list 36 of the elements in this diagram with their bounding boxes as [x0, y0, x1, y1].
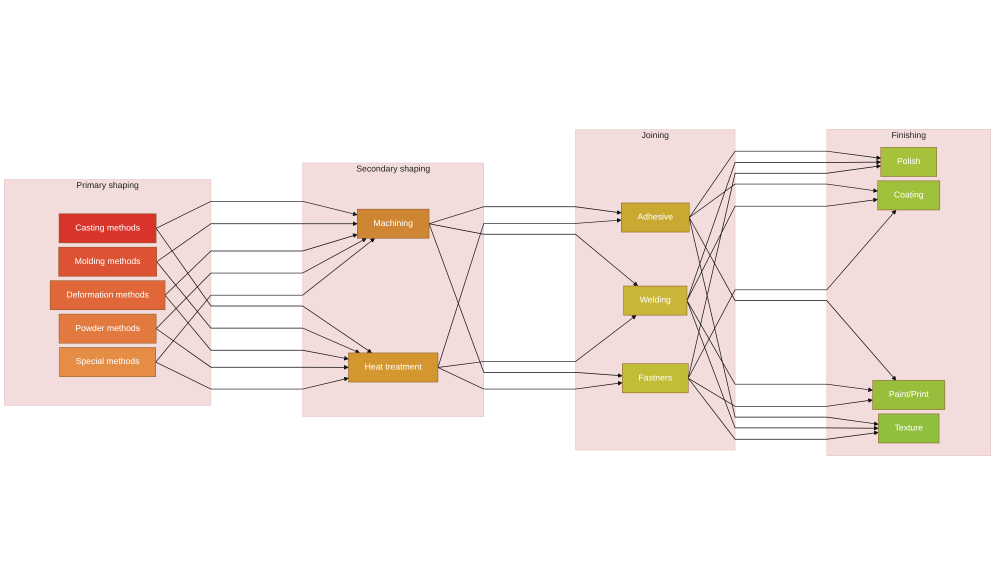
arrow — [438, 367, 623, 390]
arrow — [686, 300, 873, 392]
node-box: Coating — [877, 180, 940, 210]
node-box: Machining — [357, 208, 430, 239]
arrow — [688, 184, 878, 218]
arrow — [688, 378, 879, 440]
arrow — [688, 378, 873, 407]
arrow — [686, 198, 878, 301]
arrow — [156, 200, 358, 229]
node-box: Polish — [880, 147, 937, 177]
node-box: Fastners — [622, 363, 689, 394]
node-box: Paint/Print — [872, 380, 946, 410]
arrow — [156, 238, 367, 329]
arrow — [156, 261, 360, 354]
arrow — [164, 294, 349, 360]
arrow — [156, 228, 372, 354]
arrow — [155, 362, 349, 390]
node-box: Deformation methods — [50, 280, 166, 310]
node-box: Heat treatment — [348, 352, 438, 382]
node-box: Special methods — [59, 347, 156, 377]
arrow — [428, 223, 638, 286]
node-box: Powder methods — [58, 314, 156, 344]
arrow — [686, 300, 879, 431]
arrow — [155, 238, 375, 362]
node-box: Casting methods — [58, 213, 156, 244]
node-box: Welding — [623, 286, 688, 316]
arrow — [164, 233, 358, 296]
node-box: Molding methods — [58, 246, 157, 277]
arrow — [428, 206, 622, 224]
arrow — [688, 150, 881, 218]
arrow — [438, 314, 636, 368]
node-box: Adhesive — [621, 202, 690, 232]
arrow — [156, 328, 349, 370]
arrow — [156, 221, 358, 262]
arrow — [686, 160, 881, 301]
node-box: Texture — [878, 414, 940, 444]
